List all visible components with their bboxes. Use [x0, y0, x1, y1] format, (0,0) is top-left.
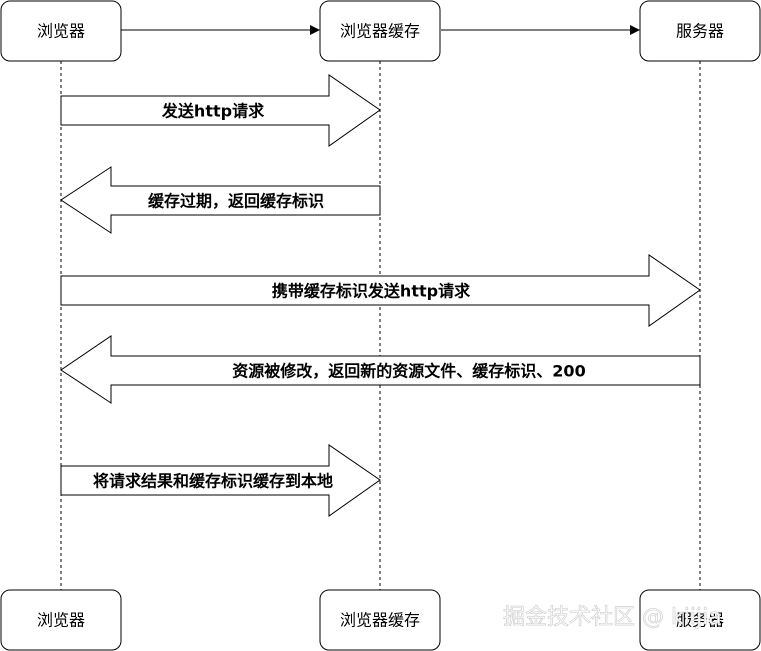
participant-browser-bottom: 浏览器	[0, 589, 122, 651]
message-label: 携带缓存标识发送http请求	[272, 282, 471, 301]
message-resource-modified: 资源被修改，返回新的资源文件、缓存标识、200	[60, 335, 701, 404]
participant-label: 浏览器	[37, 611, 85, 630]
participant-cache-top: 浏览器缓存	[319, 0, 441, 62]
message-label: 将请求结果和缓存标识缓存到本地	[93, 472, 333, 491]
participant-label: 浏览器缓存	[340, 611, 420, 630]
participant-label: 服务器	[676, 22, 724, 41]
participant-label: 浏览器缓存	[340, 22, 420, 41]
participant-label: 服务器	[676, 611, 724, 630]
participant-browser-top: 浏览器	[0, 0, 122, 62]
message-label: 发送http请求	[161, 102, 265, 121]
participant-server-bottom: 服务器	[639, 589, 761, 651]
message-label: 资源被修改，返回新的资源文件、缓存标识、200	[232, 362, 585, 381]
participant-server-top: 服务器	[639, 0, 761, 62]
participant-cache-bottom: 浏览器缓存	[319, 589, 441, 651]
message-send-request: 发送http请求	[60, 74, 381, 147]
message-send-with-cache-id: 携带缓存标识发送http请求	[60, 254, 701, 327]
message-cache-expired: 缓存过期，返回缓存标识	[60, 166, 381, 234]
participant-label: 浏览器	[37, 22, 85, 41]
message-store-local: 将请求结果和缓存标识缓存到本地	[60, 444, 381, 517]
watermark: 掘金技术社区 @ kiijia	[503, 605, 722, 630]
message-label: 缓存过期，返回缓存标识	[147, 192, 324, 211]
